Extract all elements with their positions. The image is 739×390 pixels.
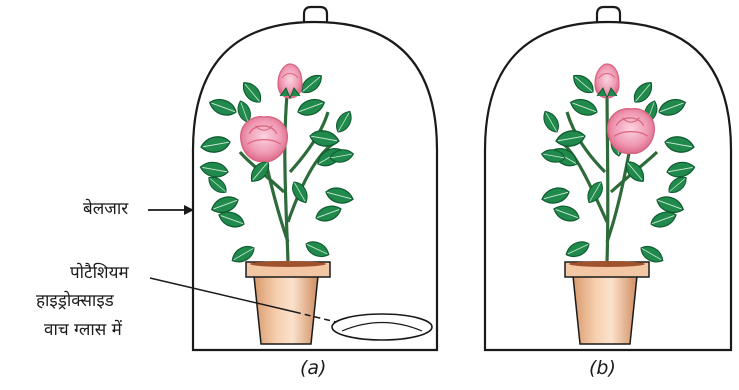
leaf (640, 246, 664, 263)
koh-label-line1: पोटैशियम (70, 263, 129, 283)
leaf (664, 136, 695, 153)
leaf (242, 82, 262, 103)
leaf (250, 161, 270, 182)
leaf (625, 161, 645, 182)
leaf (569, 99, 598, 116)
leaf (231, 246, 255, 263)
leaf (292, 181, 308, 204)
leaf (309, 130, 340, 147)
watch-glass-pointer-line (149, 277, 337, 323)
caption-b: (b) (589, 357, 616, 379)
leaf (305, 241, 330, 258)
leaf (573, 74, 594, 94)
leaf (200, 136, 231, 153)
flower-pot-a (245, 261, 331, 345)
leaf (297, 99, 326, 116)
leaf (553, 205, 580, 222)
koh-label-line3: वाच ग्लास में (44, 320, 122, 340)
rose-flower (607, 108, 655, 155)
caption-a: (a) (300, 357, 327, 379)
bell-jar-pointer-arrow (148, 205, 194, 215)
leaf (210, 196, 239, 213)
leaf (218, 211, 245, 228)
leaf (633, 82, 653, 103)
leaf (650, 211, 677, 228)
koh-label-line2: हाइड्रोक्साइड (36, 291, 114, 311)
leaf (208, 99, 237, 116)
leaf (668, 176, 687, 193)
leaf (565, 241, 590, 258)
leaf (208, 176, 227, 193)
leaf (587, 181, 603, 204)
leaf (656, 196, 685, 213)
rose-plant-a (199, 63, 355, 263)
watch-glass (331, 313, 433, 341)
leaf (199, 161, 229, 178)
leaf (658, 99, 687, 116)
rose-bud (277, 63, 303, 100)
bell-jar-label: बेलजार (83, 199, 129, 219)
leaf (555, 130, 586, 147)
rose-flower (240, 116, 288, 163)
flower-pot-b (564, 261, 650, 345)
leaf (666, 161, 696, 178)
leaf (329, 149, 355, 163)
bell-jar-b (483, 5, 733, 352)
leaf (237, 100, 251, 123)
leaf (540, 149, 566, 163)
leaf (541, 187, 570, 204)
leaf (336, 110, 352, 133)
rose-bud (594, 63, 620, 100)
leaf (543, 110, 559, 133)
bell-jar-a (191, 5, 439, 352)
leaf (315, 205, 342, 222)
leaf (301, 74, 322, 94)
leaf (325, 187, 354, 204)
rose-plant-b (540, 63, 696, 263)
